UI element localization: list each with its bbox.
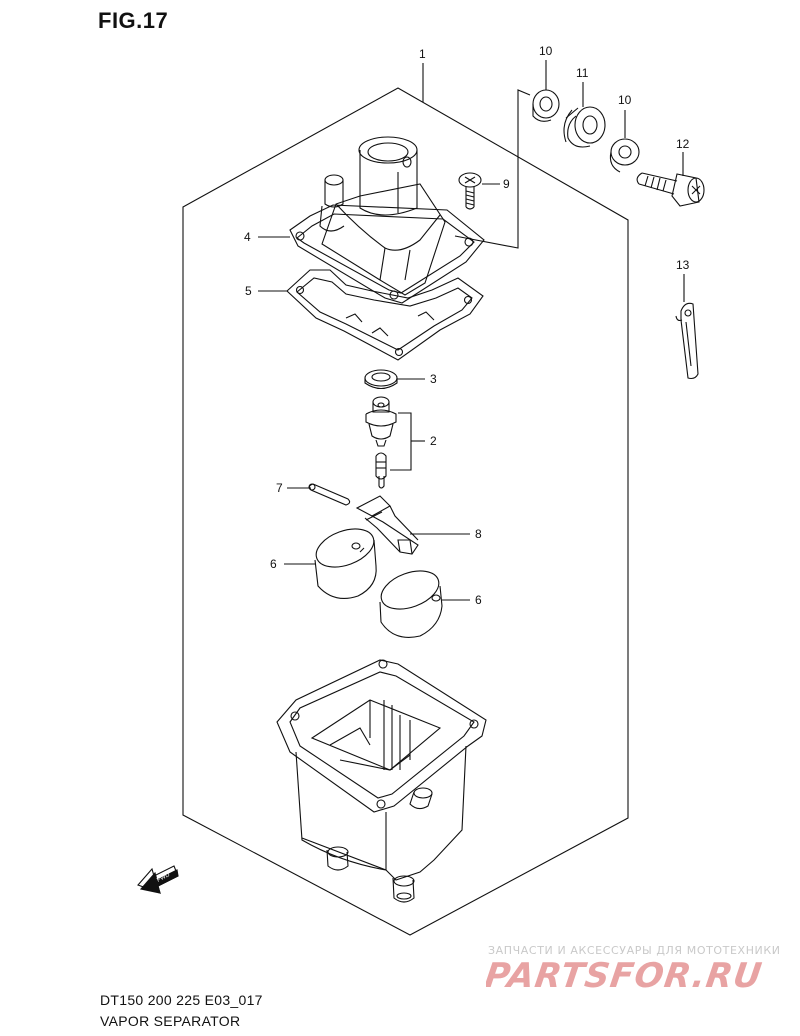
callout-1: 1 — [419, 47, 426, 61]
watermark-tagline: ЗАПЧАСТИ И АКСЕССУАРЫ ДЛЯ МОТОТЕХНИКИ — [488, 944, 781, 957]
callout-4: 4 — [244, 230, 251, 244]
grommet-bracket — [454, 89, 531, 249]
footer-diagram-name: VAPOR SEPARATOR — [100, 1013, 241, 1029]
clip-13 — [676, 303, 698, 378]
grommet-11 — [564, 107, 605, 147]
callout-9: 9 — [503, 177, 510, 191]
watermark-logo: PARTSFOR.RU — [486, 956, 765, 995]
separator-housing — [277, 660, 486, 902]
screw-9 — [459, 173, 481, 209]
leader-2 — [390, 412, 412, 471]
assembly-frame — [182, 87, 629, 936]
callout-6-left: 6 — [270, 557, 277, 571]
callout-12: 12 — [676, 137, 690, 151]
callout-3: 3 — [430, 372, 437, 386]
callout-5: 5 — [245, 284, 252, 298]
fwd-arrow-icon — [138, 866, 178, 893]
needle-valve-2 — [366, 397, 396, 488]
callout-10-upper: 10 — [539, 44, 553, 58]
callout-7: 7 — [276, 481, 283, 495]
cover-4 — [290, 137, 484, 303]
float-6-right — [376, 564, 444, 638]
figure-title: FIG.17 — [98, 8, 169, 33]
float-arm-8 — [357, 496, 418, 554]
callout-10-lower: 10 — [618, 93, 632, 107]
callout-8: 8 — [475, 527, 482, 541]
o-ring-3 — [365, 370, 397, 389]
footer-model-code: DT150 200 225 E03_017 — [100, 992, 263, 1008]
washer-10-lower — [610, 139, 639, 172]
callout-6-right: 6 — [475, 593, 482, 607]
bolt-12 — [637, 173, 704, 206]
callout-2: 2 — [430, 434, 437, 448]
callout-13: 13 — [676, 258, 690, 272]
callout-11: 11 — [576, 66, 589, 80]
gasket-5 — [287, 270, 483, 360]
washer-10-upper — [533, 90, 559, 121]
pin-7 — [309, 484, 350, 505]
float-6-left — [311, 522, 379, 599]
watermark-logo-text: PARTSFOR.RU — [486, 956, 765, 995]
